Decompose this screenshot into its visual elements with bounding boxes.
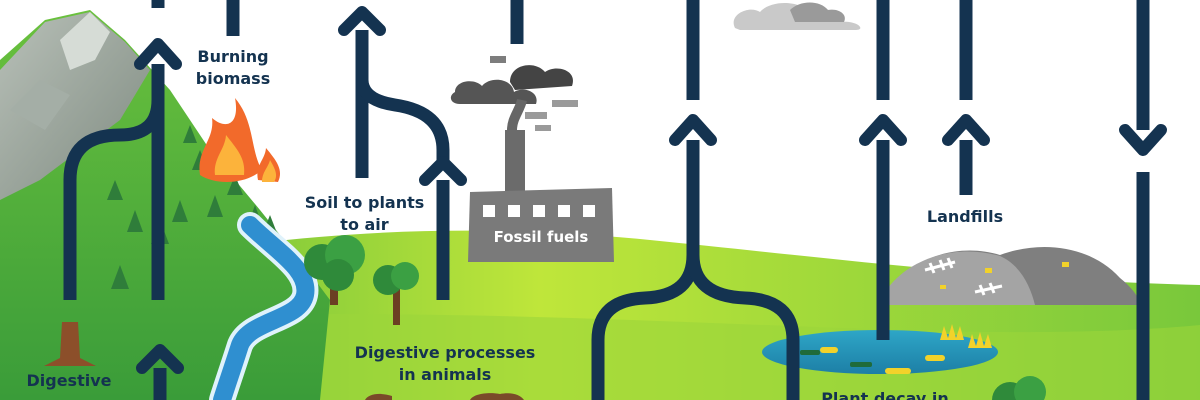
arrowhead-up-icon	[942, 114, 990, 146]
river-icon	[209, 212, 319, 400]
smoke-cloud-icon	[450, 56, 578, 131]
factory-icon	[468, 130, 614, 262]
arrowhead-up-icon	[419, 156, 467, 186]
label-line: Plant decay in	[821, 389, 949, 400]
label-line: in animals	[398, 365, 492, 384]
pond-icon	[762, 324, 998, 374]
arrow-decay-right	[686, 254, 800, 400]
mountain-icon	[0, 10, 330, 400]
label-digestive-left: Digestive	[14, 370, 124, 392]
landfill-mound-icon	[880, 246, 1140, 305]
label-line: Digestive processes	[354, 343, 536, 362]
label-digestive-animals: Digestive processes in animals	[340, 342, 550, 386]
arrowhead-up-icon	[136, 344, 184, 374]
stump-icon	[44, 322, 96, 366]
label-line: Burning	[197, 47, 269, 66]
bush-icon	[992, 376, 1046, 400]
arrowhead-up-icon	[859, 114, 907, 146]
arrowhead-up-icon	[669, 114, 717, 146]
label-landfills: Landfills	[926, 207, 1004, 226]
fire-icon	[199, 98, 281, 182]
label-line: Digestive	[26, 371, 112, 390]
label-fossil-fuels: Fossil fuels	[493, 228, 589, 246]
cloud-icon	[733, 2, 861, 30]
label-plant-decay: Plant decay in	[800, 388, 970, 400]
label-soil-to-plants: Soil to plants to air	[292, 192, 437, 236]
label-burning-biomass: Burning biomass	[178, 46, 288, 90]
arrowhead-up-icon	[134, 38, 182, 70]
label-line: biomass	[195, 69, 271, 88]
label-line: to air	[340, 215, 389, 234]
arrow-soil-branch	[355, 79, 450, 165]
arrowhead-up-icon	[338, 6, 386, 36]
label-line: Soil to plants	[304, 193, 425, 212]
arrowhead-down-icon	[1119, 124, 1167, 156]
arrow-heads	[134, 6, 1167, 374]
round-tree-icon	[304, 235, 419, 325]
flow-arrows	[63, 0, 1150, 400]
animal-icon	[365, 393, 524, 400]
